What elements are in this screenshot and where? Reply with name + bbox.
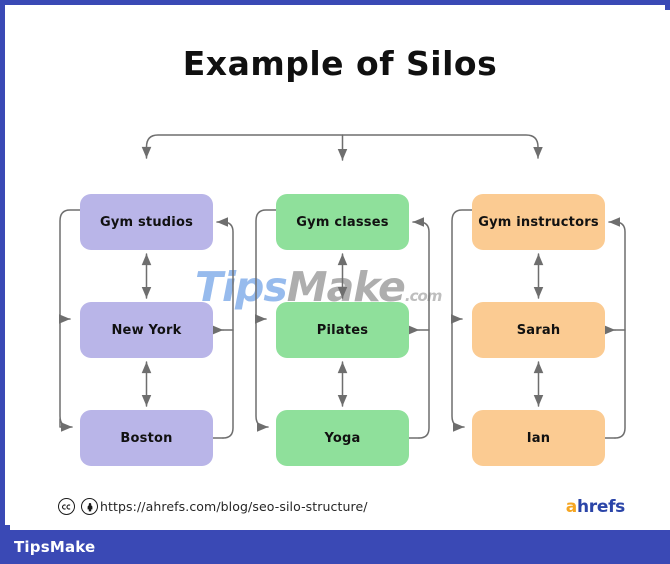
node-pilates[interactable]: Pilates <box>276 302 409 358</box>
ahrefs-logo[interactable]: ahrefs <box>565 497 626 517</box>
node-label: Boston <box>120 430 173 446</box>
content-frame: Example of Silos TipsMake.com <box>0 0 670 530</box>
node-label: Gym classes <box>296 214 389 230</box>
node-gym-classes[interactable]: Gym classes <box>276 194 409 250</box>
node-label: Sarah <box>516 322 561 338</box>
node-label: Pilates <box>316 322 369 338</box>
footer: https://ahrefs.com/blog/seo-silo-structu… <box>10 497 670 530</box>
node-gym-instructors[interactable]: Gym instructors <box>472 194 605 250</box>
col1-left-rail <box>58 209 81 432</box>
creative-commons-by-icon <box>81 498 98 515</box>
license-icons <box>58 498 98 515</box>
diagram-canvas: Example of Silos TipsMake.com <box>10 10 670 530</box>
col2-left-rail <box>254 209 277 432</box>
node-new-york[interactable]: New York <box>80 302 213 358</box>
connector-layer <box>58 134 626 439</box>
ahrefs-logo-rest: hrefs <box>576 497 625 517</box>
page-title: Example of Silos <box>182 44 498 83</box>
node-yoga[interactable]: Yoga <box>276 410 409 466</box>
col3-right-rail <box>603 217 626 439</box>
node-label: Yoga <box>324 430 361 446</box>
node-sarah[interactable]: Sarah <box>472 302 605 358</box>
col2-right-rail <box>407 217 430 439</box>
brand-bar-label: TipsMake <box>14 538 96 556</box>
node-boston[interactable]: Boston <box>80 410 213 466</box>
ahrefs-logo-prefix: a <box>565 497 577 517</box>
node-label: Gym instructors <box>478 214 599 230</box>
creative-commons-icon <box>58 498 75 515</box>
node-label: Gym studios <box>99 214 194 230</box>
col1-right-rail <box>211 217 234 439</box>
col3-left-rail <box>450 209 473 432</box>
node-label: New York <box>111 322 182 338</box>
node-ian[interactable]: Ian <box>472 410 605 466</box>
node-label: Ian <box>526 430 551 446</box>
source-url[interactable]: https://ahrefs.com/blog/seo-silo-structu… <box>100 499 368 514</box>
top-bus-connector <box>141 134 543 161</box>
node-gym-studios[interactable]: Gym studios <box>80 194 213 250</box>
brand-bar: TipsMake <box>0 530 670 564</box>
